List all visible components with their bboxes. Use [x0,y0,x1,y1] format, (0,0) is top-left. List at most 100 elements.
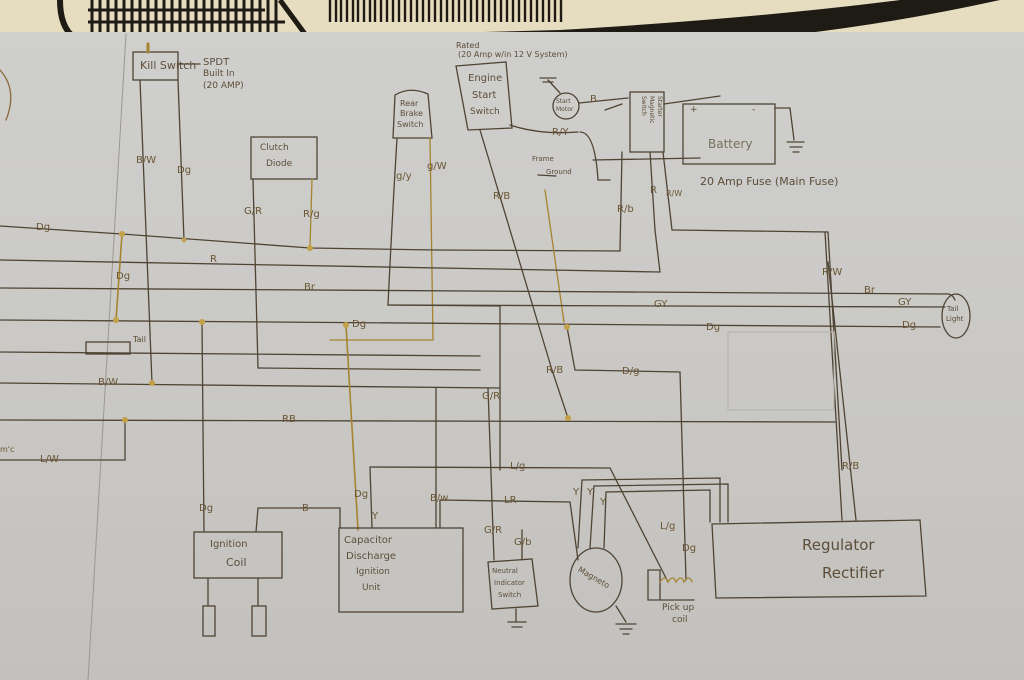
start-switch-rating-1: Rated [456,41,480,50]
wire-label-clutch-gr: G/R [244,206,263,217]
wire-label-right-dg: Dg [902,320,917,331]
tail-connector [85,341,131,355]
kill-switch-box [132,51,179,81]
paper-sheet [0,32,1024,680]
wire-label-reg-rb: R/B [842,461,860,472]
wire-label-bus-dg-top: Dg [36,222,51,233]
kill-switch-note-3: (20 AMP) [203,81,244,91]
tail-connector-label: Tail [133,335,146,344]
rear-brake-label-2: Brake [400,109,423,118]
cdi-label-1: Capacitor [344,535,393,546]
start-motor-circle [552,92,580,120]
wire-label-mid-gy: GY [654,299,668,310]
pickup-coil-label-2: coil [672,615,688,625]
wire-label-mag-y3: Y [600,497,607,508]
spark-plug-2 [251,605,267,637]
clutch-diode-label-2: Diode [266,159,293,169]
pickup-core [647,569,661,601]
wire-label-mid-dg: Dg [706,322,721,333]
relay-label-3: Switch [640,96,647,116]
start-switch-rating-2: (20 Amp w/in 12 V System) [458,50,568,59]
wire-label-bus-br: Br [304,282,315,293]
clutch-diode-box [250,136,318,180]
wire-label-relay-rb: R/b [617,204,634,215]
cdi-label-3: Ignition [356,567,390,577]
wire-label-kill-dg: Dg [177,165,192,176]
wire-label-start-b: B [590,94,597,105]
wire-label-bus-r: R [210,254,217,265]
rear-brake-switch-box [392,89,433,139]
relay-label-2: Magnetic [648,96,655,124]
wire-label-neutral-gb: G/b [514,537,532,548]
start-switch-label-3: Switch [470,107,500,117]
wire-label-start-rb: R/B [493,191,511,202]
wire-label-brake-gy: g/y [396,171,412,182]
wire-label-cdi-bw: B/w [430,493,449,504]
start-motor-label-1: Start [556,98,571,105]
bus-dg-mid [0,319,941,328]
bus-bw [0,382,501,389]
ignition-coil-label-2: Coil [226,556,247,569]
wire-label-gr-vertical: G/R [482,391,501,402]
neutral-switch-label-2: Indicator [494,579,525,587]
neutral-switch-box [487,558,539,610]
solder-junctions [113,231,571,423]
wire-label-pickup-lg: L/g [660,521,676,532]
wire-label-dg-to-pickup: D/g [622,366,640,377]
clutch-diode-label-1: Clutch [260,143,289,153]
spark-plug-1 [202,605,216,637]
wire-label-bus-rb-bottom: RB [282,414,296,425]
ignition-coil-label-1: Ignition [210,539,248,550]
wire-label-bus-dg-side: Dg [116,271,131,282]
wire-label-fuse-rw: R/W [666,189,683,198]
wire-label-fuse-r: R [650,185,657,196]
wire-label-mag-y2: Y [587,487,594,498]
regulator-rectifier-box [711,519,927,599]
tail-light-label-1: Tail [947,305,959,313]
bus-rb [0,419,836,423]
cdi-box [338,527,464,613]
regulator-label-2: Rectifier [822,564,885,582]
wire-label-lg: L/g [510,461,526,472]
engine-start-switch-box [455,61,513,131]
rear-brake-label-1: Rear [400,99,419,108]
wire-label-coil-dg: Dg [199,503,214,514]
ignition-coil-box [193,531,283,579]
start-motor-label-2: Motor [556,106,574,113]
wire-label-brake-gw: g/W [427,161,447,172]
neutral-switch-label-1: Neutral [492,567,518,575]
pickup-coil-label-1: Pick up [662,603,695,613]
wire-label-cdi-dg: Dg [354,489,369,500]
wire-label-left-fragment: m'c [0,445,15,454]
frame-ground-label-1: Frame [532,155,554,163]
wire-label-rb-mid: R/B [546,365,564,376]
frame-ground-label-2: Ground [546,168,572,176]
cdi-label-4: Unit [362,583,381,593]
magneto-circle [569,547,623,613]
battery-minus: - [752,105,756,115]
battery-box [682,103,776,165]
wire-label-lr: LR [504,495,517,506]
kill-switch-note-2: Built In [203,69,235,79]
relay-label-1: Starter [656,96,663,117]
main-fuse-label: 20 Amp Fuse (Main Fuse) [700,175,839,188]
start-switch-label-2: Start [472,90,497,101]
wire-label-bus-bw: B/W [98,377,119,388]
wire-label-start-ry: R/Y [552,127,569,138]
bus-dg-top [0,225,437,251]
wire-label-right-br: Br [864,285,875,296]
wire-label-right-gy: GY [898,297,912,308]
kill-switch-note-1: SPDT [203,57,230,68]
cdi-label-2: Discharge [346,551,397,562]
kill-switch-label: Kill Switch [140,59,197,72]
tail-light-circle [941,293,971,339]
starter-relay-box [629,91,665,153]
wire-label-coil-b: B [302,503,309,514]
wire-label-kill-bw: B/W [136,155,157,166]
wire-label-right-rw: R/W [822,267,843,278]
regulator-label-1: Regulator [802,536,875,554]
wire-label-clutch-rg: R/g [303,209,320,220]
wire-label-neutral-gr: G/R [484,525,503,536]
bus-gy [387,304,946,308]
